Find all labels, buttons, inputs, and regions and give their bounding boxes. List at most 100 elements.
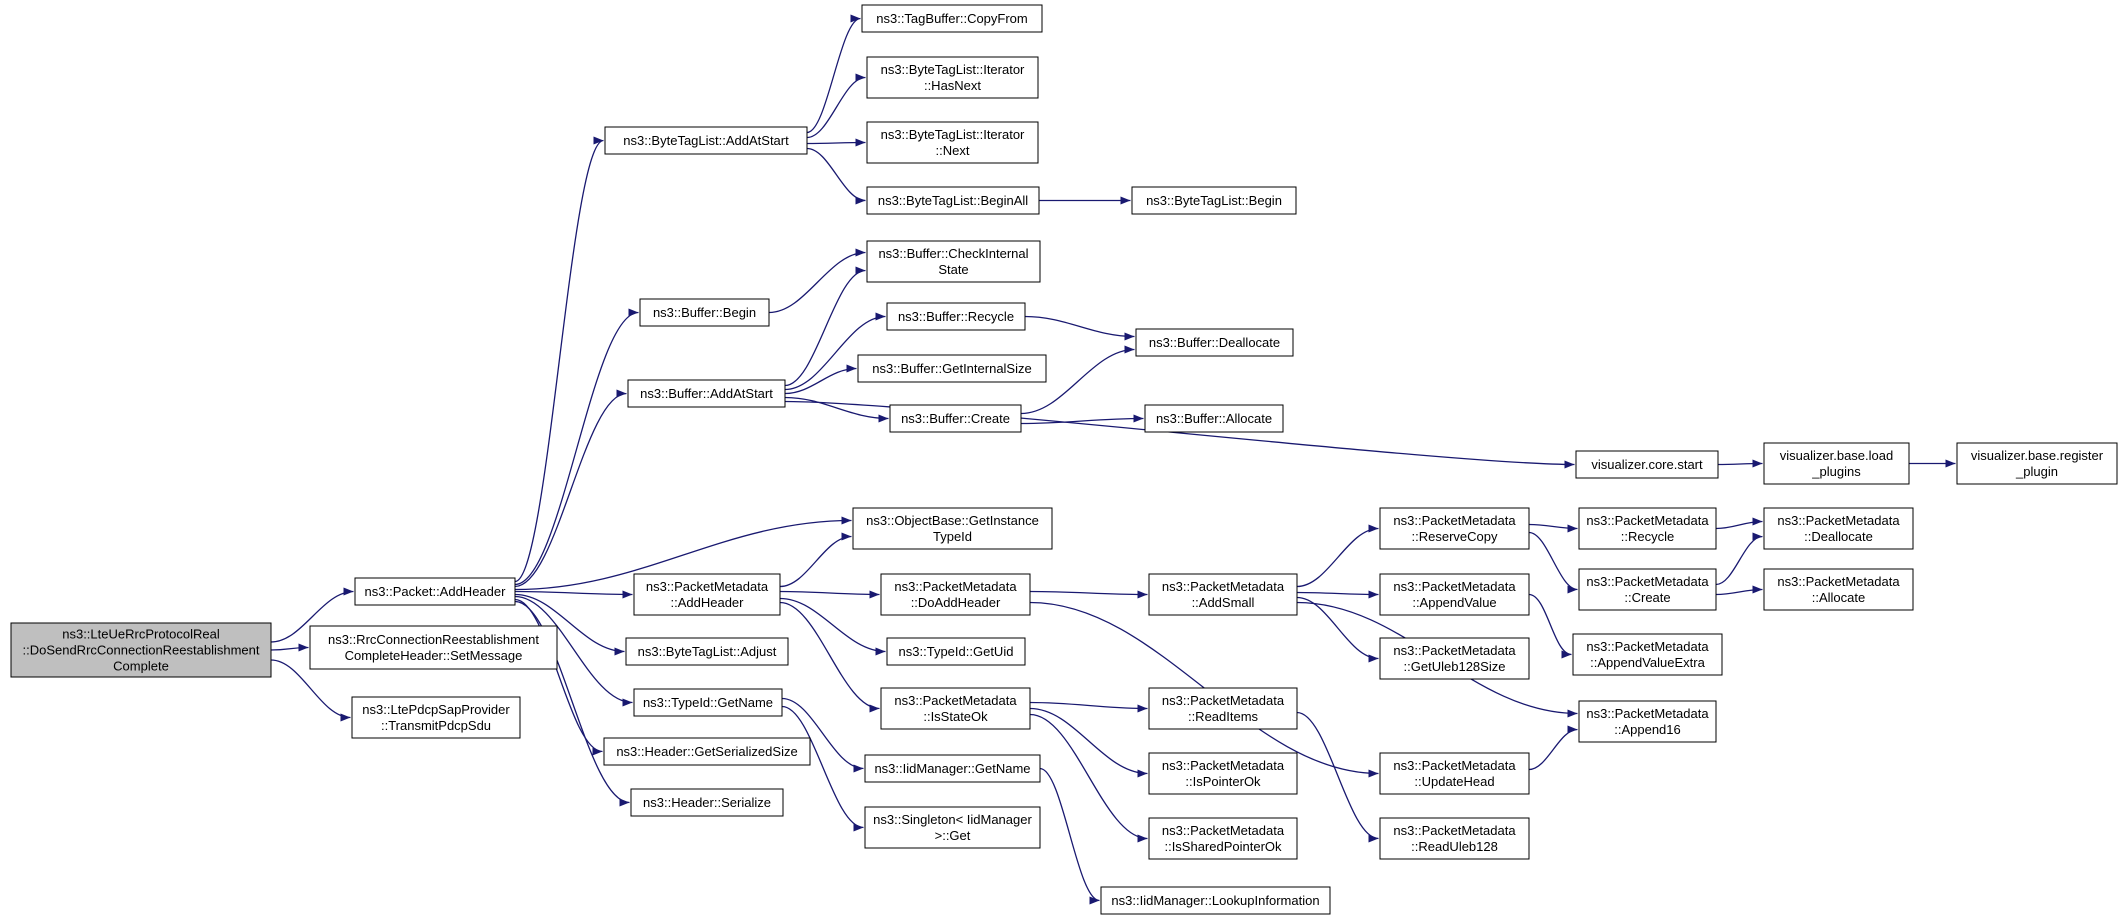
node-transmitpdcpsdu[interactable]: ns3::LtePdcpSapProvider::TransmitPdcpSdu [351,696,521,739]
node-label: ns3::Buffer::CheckInternal [878,246,1028,261]
node-buf_begin[interactable]: ns3::Buffer::Begin [639,298,770,327]
node-box [633,573,781,616]
node-box [604,126,808,155]
node-pm_isstateok[interactable]: ns3::PacketMetadata::IsStateOk [880,687,1031,730]
node-pm_getuleb128size[interactable]: ns3::PacketMetadata::GetUleb128Size [1379,637,1530,680]
node-pm_addsmall[interactable]: ns3::PacketMetadata::AddSmall [1148,573,1298,616]
node-buf_getinternalsize[interactable]: ns3::Buffer::GetInternalSize [857,354,1047,383]
edge-buf_create--buf_deallocate [1020,345,1135,415]
node-box [633,688,783,717]
node-btl_it_hasnext[interactable]: ns3::ByteTagList::Iterator::HasNext [866,56,1039,99]
edge-btl_addatstart--btl_beginall [806,147,866,205]
node-pm_append16[interactable]: ns3::PacketMetadata::Append16 [1578,700,1717,743]
node-label: _plugins [1811,464,1861,479]
node-box [1763,507,1914,550]
node-box [1131,186,1297,215]
node-box [886,637,1026,666]
node-btl_adjust[interactable]: ns3::ByteTagList::Adjust [625,637,789,666]
node-header_serialize[interactable]: ns3::Header::Serialize [630,788,784,817]
node-pm_deallocate[interactable]: ns3::PacketMetadata::Deallocate [1763,507,1914,550]
edge-pm_recycle--pm_deallocate [1715,517,1763,530]
node-box [10,622,272,678]
edge-packet_addheader--btl_adjust [514,593,625,656]
node-box [1578,507,1717,550]
node-typeid_getname[interactable]: ns3::TypeId::GetName [633,688,783,717]
node-buf_create[interactable]: ns3::Buffer::Create [889,404,1022,433]
node-label: ns3::PacketMetadata [894,579,1017,594]
node-iid_lookupinformation[interactable]: ns3::IidManager::LookupInformation [1100,886,1331,915]
node-setmessage[interactable]: ns3::RrcConnectionReestablishmentComplet… [309,625,558,670]
node-label: ::Create [1624,590,1670,605]
node-box [866,121,1039,164]
node-box [351,696,521,739]
node-label: ns3::IidManager::LookupInformation [1111,893,1319,908]
node-box [309,625,558,670]
node-pm_readuleb128[interactable]: ns3::PacketMetadata::ReadUleb128 [1379,817,1530,860]
edge-typeid_getname--singleton_get [781,705,864,832]
node-label: visualizer.core.start [1591,457,1703,472]
node-pm_appendvalueextra[interactable]: ns3::PacketMetadata::AppendValueExtra [1572,633,1723,676]
edge-pm_appendvalue--pm_appendvalueextra [1528,593,1572,659]
edge-packet_addheader--typeid_getname [514,595,633,707]
node-pm_issharedpointerok[interactable]: ns3::PacketMetadata::IsSharedPointerOk [1148,817,1298,860]
node-label: >::Get [935,828,971,843]
edge-pm_readitems--pm_readuleb128 [1296,711,1379,843]
node-pm_reservecopy[interactable]: ns3::PacketMetadata::ReserveCopy [1379,507,1530,550]
node-box [1148,687,1298,730]
node-box [1763,442,1910,485]
node-pm_create[interactable]: ns3::PacketMetadata::Create [1578,568,1717,611]
node-pm_ispointerok[interactable]: ns3::PacketMetadata::IsPointerOk [1148,752,1298,795]
node-label: ns3::TypeId::GetName [643,695,773,710]
node-box [1148,817,1298,860]
node-vis_register_plugin[interactable]: visualizer.base.register_plugin [1956,442,2118,485]
node-label: _plugin [2015,464,2058,479]
node-label: ns3::PacketMetadata [1586,639,1709,654]
node-tagbuffer_copyfrom[interactable]: ns3::TagBuffer::CopyFrom [861,4,1043,33]
edge-packet_addheader--pm_addheader [514,590,633,599]
node-pm_recycle[interactable]: ns3::PacketMetadata::Recycle [1578,507,1717,550]
node-label: ns3::Buffer::Allocate [1156,411,1272,426]
node-typeid_getuid[interactable]: ns3::TypeId::GetUid [886,637,1026,666]
node-label: ns3::TagBuffer::CopyFrom [876,11,1028,26]
node-header_getserializedsize[interactable]: ns3::Header::GetSerializedSize [603,737,811,766]
node-pm_updatehead[interactable]: ns3::PacketMetadata::UpdateHead [1379,752,1530,795]
node-label: ns3::PacketMetadata [646,579,769,594]
node-vis_load_plugins[interactable]: visualizer.base.load_plugins [1763,442,1910,485]
node-pm_appendvalue[interactable]: ns3::PacketMetadata::AppendValue [1379,573,1530,616]
node-label: ns3::ObjectBase::GetInstance [866,513,1039,528]
edge-pm_updatehead--pm_append16 [1528,725,1578,771]
node-label: ::ReadUleb128 [1411,839,1498,854]
node-root: ns3::LteUeRrcProtocolReal::DoSendRrcConn… [10,622,272,678]
node-label: ns3::Buffer::GetInternalSize [872,361,1031,376]
node-pm_doaddheader[interactable]: ns3::PacketMetadata::DoAddHeader [880,573,1031,616]
edge-btl_addatstart--tagbuffer_copyfrom [806,14,861,134]
node-buf_recycle[interactable]: ns3::Buffer::Recycle [886,302,1026,331]
node-label: ::UpdateHead [1414,774,1494,789]
node-label: ns3::Buffer::Begin [653,305,756,320]
node-iid_getname[interactable]: ns3::IidManager::GetName [864,754,1041,783]
node-buf_deallocate[interactable]: ns3::Buffer::Deallocate [1135,328,1294,357]
node-buf_allocate[interactable]: ns3::Buffer::Allocate [1144,404,1284,433]
node-btl_addatstart[interactable]: ns3::ByteTagList::AddAtStart [604,126,808,155]
node-buf_addatstart[interactable]: ns3::Buffer::AddAtStart [627,379,786,408]
node-singleton_get[interactable]: ns3::Singleton< IidManager>::Get [864,806,1041,849]
node-box [1379,573,1530,616]
node-vis_start[interactable]: visualizer.core.start [1575,450,1719,479]
edge-packet_addheader--buf_begin [514,308,639,586]
node-box [1379,752,1530,795]
node-btl_it_next[interactable]: ns3::ByteTagList::Iterator::Next [866,121,1039,164]
node-pm_readitems[interactable]: ns3::PacketMetadata::ReadItems [1148,687,1298,730]
node-label: ns3::ByteTagList::AddAtStart [623,133,789,148]
node-pm_addheader[interactable]: ns3::PacketMetadata::AddHeader [633,573,781,616]
node-label: ::AddHeader [671,595,745,610]
node-label: ns3::PacketMetadata [1586,706,1709,721]
node-box [889,404,1022,433]
node-btl_begin[interactable]: ns3::ByteTagList::Begin [1131,186,1297,215]
node-pm_allocate[interactable]: ns3::PacketMetadata::Allocate [1763,568,1914,611]
node-packet_addheader[interactable]: ns3::Packet::AddHeader [354,577,516,606]
node-btl_beginall[interactable]: ns3::ByteTagList::BeginAll [866,186,1040,215]
node-label: ns3::RrcConnectionReestablishment [328,632,539,647]
node-label: ns3::PacketMetadata [894,693,1017,708]
